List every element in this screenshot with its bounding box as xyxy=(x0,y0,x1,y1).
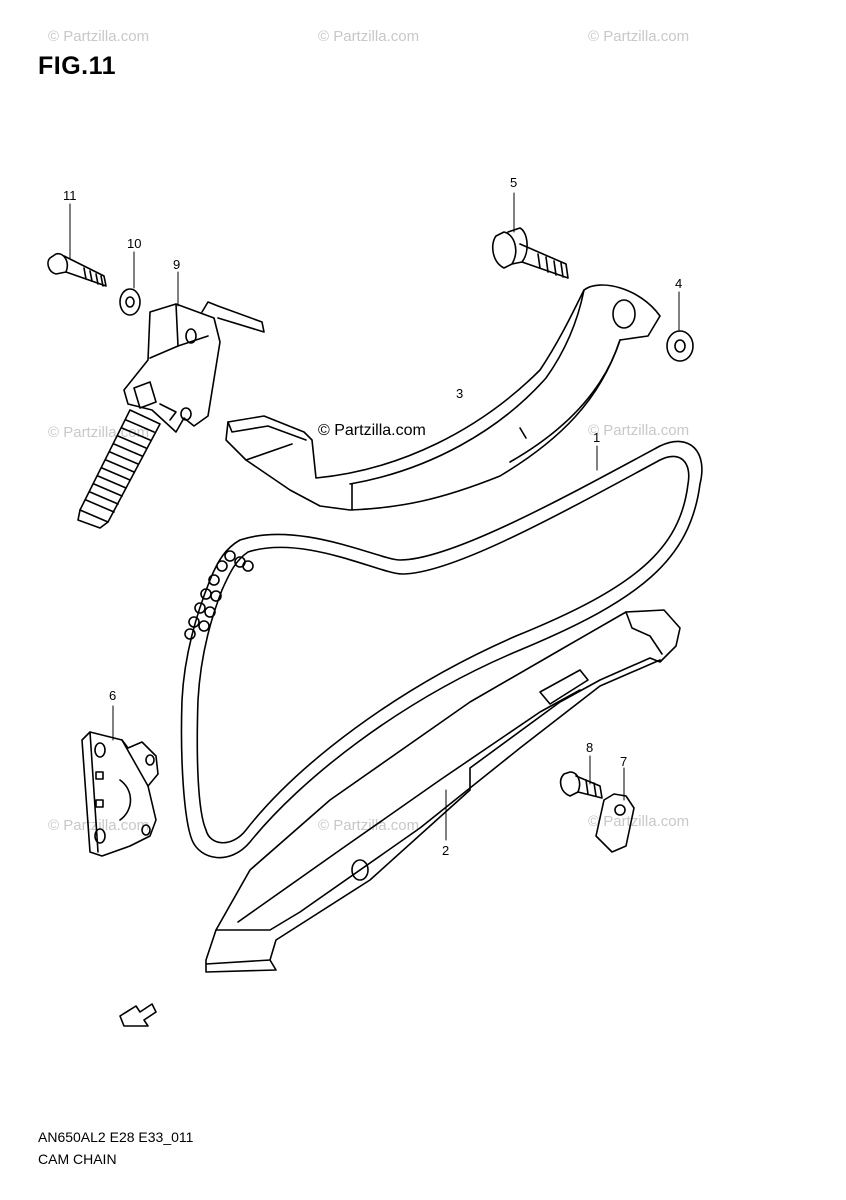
fwd-label: FWD xyxy=(129,1012,146,1026)
part-5-bolt xyxy=(491,227,569,279)
callout-10: 10 xyxy=(127,236,141,251)
part-3-tensioner-guide xyxy=(225,284,661,511)
callout-3: 3 xyxy=(456,386,463,401)
callout-8: 8 xyxy=(586,740,593,755)
callout-9: 9 xyxy=(173,257,180,272)
figure-title: FIG.11 xyxy=(38,52,117,80)
part-1-cam-chain xyxy=(180,440,703,859)
part-4-washer xyxy=(666,330,694,362)
part-7-plate xyxy=(595,793,635,853)
watermark-center: © Partzilla.com xyxy=(318,422,426,439)
part-11-bolt xyxy=(47,252,107,287)
part-10-washer xyxy=(119,288,141,316)
watermark: © Partzilla.com xyxy=(318,28,420,45)
leader-lines xyxy=(69,192,680,841)
watermark: © Partzilla.com xyxy=(588,28,690,45)
callout-7: 7 xyxy=(620,754,627,769)
watermark: © Partzilla.com xyxy=(318,817,420,834)
callout-6: 6 xyxy=(109,688,116,703)
watermark: © Partzilla.com xyxy=(588,422,690,439)
callout-2: 2 xyxy=(442,843,449,858)
part-8-bolt xyxy=(559,771,603,799)
watermark: © Partzilla.com xyxy=(588,813,690,830)
diagram-title: CAM CHAIN xyxy=(38,1151,117,1167)
part-2-chain-guide xyxy=(205,609,681,973)
callout-4: 4 xyxy=(675,276,682,291)
watermark: © Partzilla.com xyxy=(48,817,150,834)
callout-11: 11 xyxy=(63,188,77,203)
part-9-tensioner xyxy=(77,301,265,529)
part-6-bracket xyxy=(81,731,159,857)
diagram-code: AN650AL2 E28 E33_011 xyxy=(38,1129,194,1145)
callout-5: 5 xyxy=(510,175,517,190)
callout-1: 1 xyxy=(593,430,600,445)
fwd-arrow-icon xyxy=(119,1003,157,1027)
watermark: © Partzilla.com xyxy=(48,28,150,45)
